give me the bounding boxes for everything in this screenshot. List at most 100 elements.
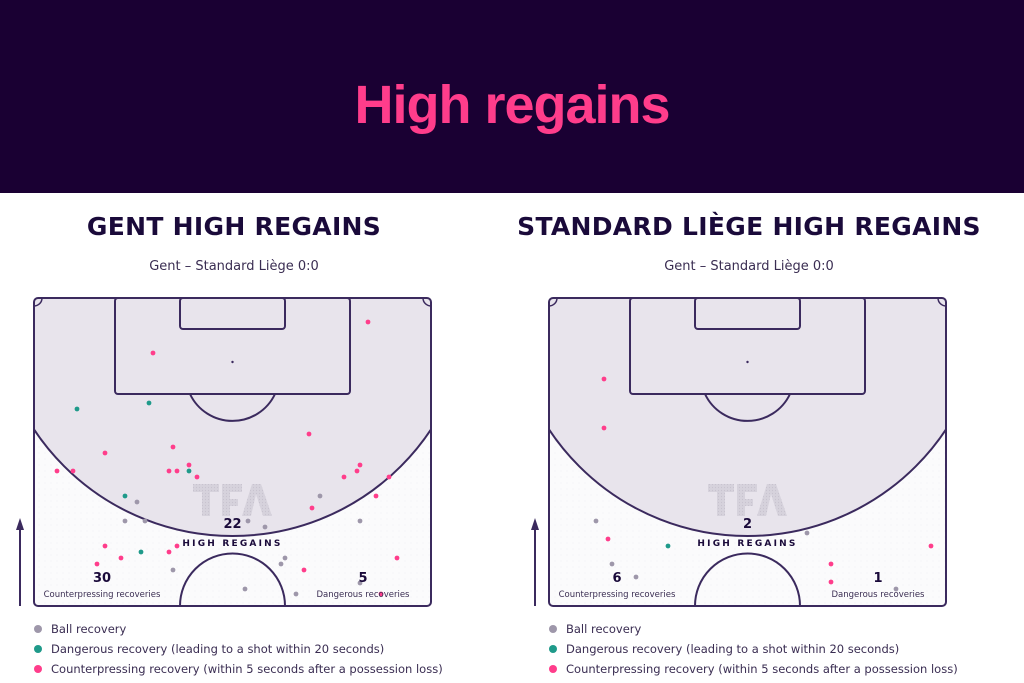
recovery-point — [928, 543, 934, 549]
recovery-point — [170, 444, 176, 450]
recovery-point — [245, 518, 251, 524]
legend-item-counterpressing-recovery: Counterpressing recovery (within 5 secon… — [34, 659, 443, 679]
recovery-point — [804, 530, 810, 536]
recovery-point — [70, 468, 76, 474]
counterpressing-value: 30 — [93, 571, 111, 586]
recovery-point — [102, 543, 108, 549]
attack-direction-arrow-icon — [531, 518, 539, 606]
legend-label: Counterpressing recovery (within 5 secon… — [566, 662, 958, 676]
recovery-point — [150, 350, 156, 356]
legend-standard: Ball recovery Dangerous recovery (leadin… — [549, 619, 958, 679]
legend-item-dangerous-recovery: Dangerous recovery (leading to a shot wi… — [34, 639, 443, 659]
legend-label: Dangerous recovery (leading to a shot wi… — [566, 642, 900, 656]
grey-dot-icon — [549, 625, 557, 633]
recovery-point — [293, 591, 299, 597]
legend-item-counterpressing-recovery: Counterpressing recovery (within 5 secon… — [549, 659, 958, 679]
total-high-regains-value: 2 — [743, 517, 752, 532]
recovery-point — [122, 493, 128, 499]
recovery-point — [365, 319, 371, 325]
recovery-point — [94, 561, 100, 567]
recovery-dots-gent — [54, 319, 400, 597]
recovery-point — [166, 549, 172, 555]
recovery-dots-standard — [593, 376, 934, 592]
teal-dot-icon — [34, 645, 42, 653]
pitch-gent — [33, 297, 432, 607]
recovery-point — [893, 586, 899, 592]
recovery-point — [394, 555, 400, 561]
teal-dot-icon — [549, 645, 557, 653]
recovery-point — [170, 567, 176, 573]
legend-item-ball-recovery: Ball recovery — [549, 619, 958, 639]
recovery-point — [341, 474, 347, 480]
recovery-point — [633, 574, 639, 580]
recovery-point — [306, 431, 312, 437]
recovery-point — [605, 536, 611, 542]
total-high-regains-label: HIGH REGAINS — [182, 539, 282, 549]
recovery-point — [194, 474, 200, 480]
recovery-point — [74, 406, 80, 412]
recovery-point — [118, 555, 124, 561]
recovery-point — [601, 425, 607, 431]
tfa-watermark-icon — [708, 484, 787, 516]
recovery-point — [609, 561, 615, 567]
dangerous-value: 5 — [358, 571, 367, 586]
recovery-point — [593, 518, 599, 524]
panel-subtitle-gent: Gent – Standard Liège 0:0 — [149, 259, 319, 274]
legend-item-dangerous-recovery: Dangerous recovery (leading to a shot wi… — [549, 639, 958, 659]
recovery-point — [828, 561, 834, 567]
grey-dot-icon — [34, 625, 42, 633]
recovery-point — [54, 468, 60, 474]
legend-label: Dangerous recovery (leading to a shot wi… — [51, 642, 385, 656]
recovery-point — [122, 518, 128, 524]
counterpressing-value: 6 — [612, 571, 621, 586]
legend-item-ball-recovery: Ball recovery — [34, 619, 443, 639]
pitch-standard — [548, 297, 947, 607]
legend-label: Counterpressing recovery (within 5 secon… — [51, 662, 443, 676]
dangerous-value: 1 — [873, 571, 882, 586]
recovery-point — [378, 591, 384, 597]
recovery-point — [828, 579, 834, 585]
recovery-point — [186, 468, 192, 474]
legend-label: Ball recovery — [51, 622, 127, 636]
pink-dot-icon — [34, 665, 42, 673]
header-banner: High regains — [0, 0, 1024, 193]
recovery-point — [665, 543, 671, 549]
recovery-point — [357, 518, 363, 524]
pink-dot-icon — [549, 665, 557, 673]
recovery-point — [373, 493, 379, 499]
panel-subtitle-standard: Gent – Standard Liège 0:0 — [664, 259, 834, 274]
total-high-regains-label: HIGH REGAINS — [697, 539, 797, 549]
total-high-regains-value: 22 — [223, 517, 241, 532]
attack-direction-arrow-icon — [16, 518, 24, 606]
recovery-point — [282, 555, 288, 561]
recovery-point — [309, 505, 315, 511]
recovery-point — [357, 580, 363, 586]
recovery-point — [354, 468, 360, 474]
recovery-point — [262, 524, 268, 530]
recovery-point — [134, 499, 140, 505]
recovery-point — [301, 567, 307, 573]
recovery-point — [146, 400, 152, 406]
recovery-point — [166, 468, 172, 474]
recovery-point — [102, 450, 108, 456]
recovery-point — [186, 462, 192, 468]
panel-title-gent: GENT HIGH REGAINS — [86, 212, 382, 241]
page-title: High regains — [354, 74, 670, 135]
counterpressing-label: Counterpressing recoveries — [559, 590, 676, 600]
recovery-point — [138, 549, 144, 555]
recovery-point — [242, 586, 248, 592]
dangerous-label: Dangerous recoveries — [832, 590, 926, 600]
recovery-point — [601, 376, 607, 382]
counterpressing-label: Counterpressing recoveries — [44, 590, 161, 600]
tfa-watermark-icon — [193, 484, 272, 516]
recovery-point — [174, 468, 180, 474]
recovery-point — [278, 561, 284, 567]
legend-gent: Ball recovery Dangerous recovery (leadin… — [34, 619, 443, 679]
recovery-point — [142, 518, 148, 524]
recovery-point — [174, 543, 180, 549]
recovery-point — [317, 493, 323, 499]
panel-title-standard: STANDARD LIÈGE HIGH REGAINS — [517, 212, 981, 241]
legend-label: Ball recovery — [566, 622, 642, 636]
recovery-point — [357, 462, 363, 468]
